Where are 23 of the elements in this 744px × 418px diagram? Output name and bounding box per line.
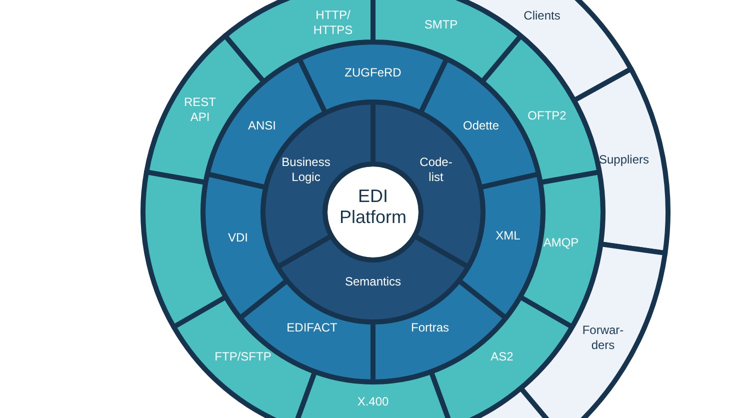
segment-label: XML	[496, 228, 520, 244]
segment-label: AMQP	[543, 236, 579, 250]
segment-label: SMTP	[424, 18, 458, 32]
segment-label: Business Logic	[280, 155, 332, 185]
segment-label: EDIFACT	[286, 320, 338, 336]
segment-label: ZUGFeRD	[344, 66, 402, 80]
segment-label: Semantics	[344, 274, 402, 290]
segment-label: Suppliers	[598, 152, 650, 168]
segment-label: X.400	[357, 394, 389, 410]
segment-label: VDI	[228, 230, 248, 246]
segment-label: Code- list	[418, 155, 454, 185]
segment-label: Odette	[462, 118, 500, 134]
segment-label: HTTP/ HTTPS	[312, 8, 354, 38]
segment-label: Clients	[524, 8, 560, 24]
segment-label: Forwar- ders	[581, 323, 625, 353]
segment-label: OFTP2	[528, 108, 566, 124]
ring-segment	[140, 170, 228, 330]
segment-label: EDI Platform	[338, 186, 408, 228]
segment-label: REST API	[182, 95, 217, 125]
segment-label: Fortras	[411, 320, 449, 336]
segment-label: AS2	[490, 350, 514, 364]
segment-label: FTP/SFTP	[214, 350, 272, 364]
segment-label: ANSI	[248, 118, 276, 134]
